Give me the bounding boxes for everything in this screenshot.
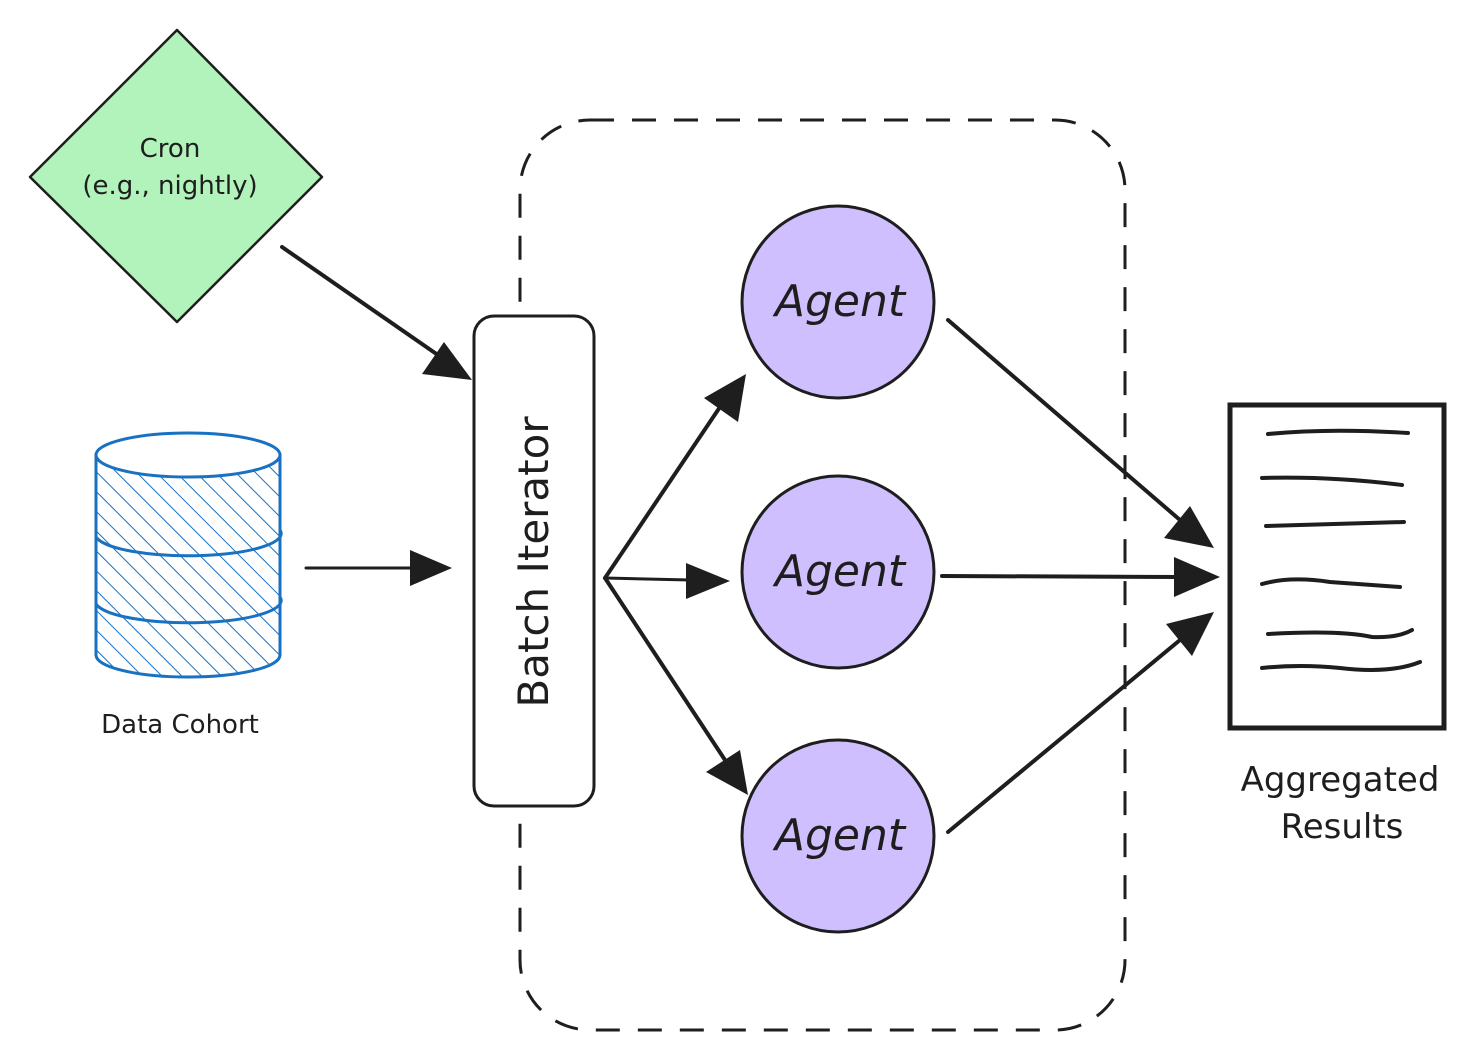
cron-schedule-label: (e.g., nightly) [82, 171, 257, 201]
arrow-agent-3-to-results [946, 612, 1214, 834]
arrow-agent-2-to-results [940, 557, 1220, 597]
arrow-cron-to-batch [280, 245, 472, 380]
arrow-cohort-to-batch [304, 550, 452, 586]
aggregated-results-document-icon[interactable] [1227, 402, 1447, 731]
cron-label: Cron [140, 134, 201, 164]
agent-label-3: Agent [772, 810, 907, 861]
arrow-batch-to-agent-3 [603, 576, 748, 795]
aggregated-results-label-line1: Aggregated [1241, 760, 1440, 800]
arrow-agent-1-to-results [946, 318, 1214, 548]
arrow-batch-to-agent-1 [603, 374, 746, 580]
aggregated-results-label-line2: Results [1281, 807, 1404, 847]
data-cohort-label: Data Cohort [101, 710, 259, 740]
agent-node-3[interactable]: Agent [740, 738, 936, 934]
agent-label-1: Agent [772, 276, 907, 327]
cron-trigger-diamond[interactable]: Cron (e.g., nightly) [28, 28, 324, 324]
agent-node-1[interactable]: Agent [740, 204, 936, 400]
arrow-batch-to-agent-2 [603, 563, 730, 599]
batch-iterator-label: Batch Iterator [509, 416, 558, 708]
batch-iterator-box[interactable]: Batch Iterator [472, 314, 596, 808]
agent-node-2[interactable]: Agent [740, 474, 936, 670]
data-cohort-database-icon[interactable] [94, 431, 283, 679]
agent-label-2: Agent [772, 546, 907, 597]
